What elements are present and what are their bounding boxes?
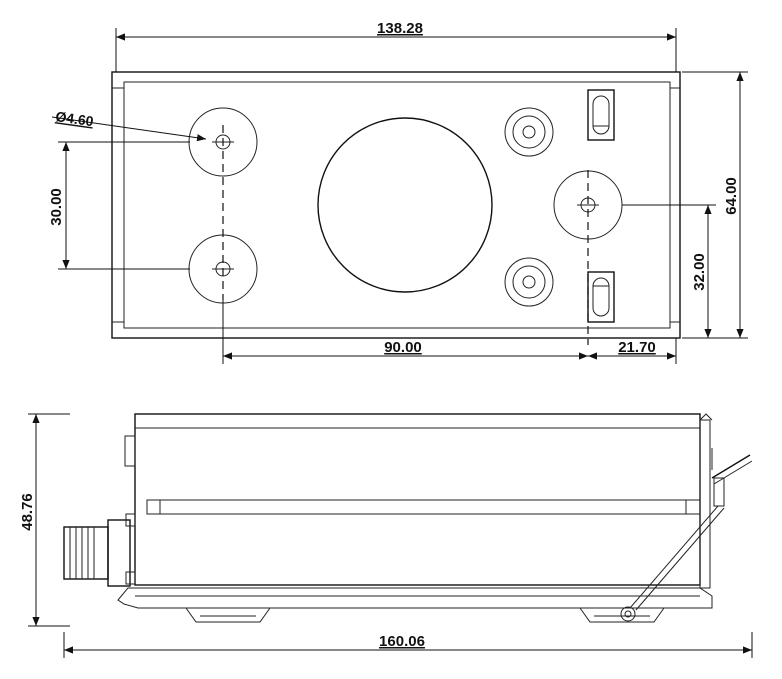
side-rail [147,500,700,514]
stud-upper [505,108,553,156]
dim-hole-to-hole: 90.00 [384,339,422,356]
dim-hole-to-edge: 21.70 [618,339,656,356]
foot-left [186,608,270,622]
central-opening [318,118,492,292]
slot-lower [588,272,614,322]
dim-hole-diameter: Ø4.60 [55,108,95,129]
dim-hole-spacing: 30.00 [48,188,65,226]
dim-top-width: 138.28 [377,20,423,37]
spring-clip [621,414,752,621]
dim-half-height: 32.00 [691,253,708,291]
dim-height: 64.00 [723,177,740,215]
top-view: 138.28 Ø4.60 30.00 64.00 32.00 90.00 21.… [48,20,748,364]
dim-side-height: 48.76 [19,493,36,531]
side-fitting [125,436,135,466]
bottom-bracket [118,588,712,608]
rf-connector [64,514,135,586]
side-view: 48.76 160.06 [19,414,752,658]
stud-lower [505,258,553,306]
dim-overall-length: 160.06 [379,633,425,650]
slot-upper [588,90,614,140]
